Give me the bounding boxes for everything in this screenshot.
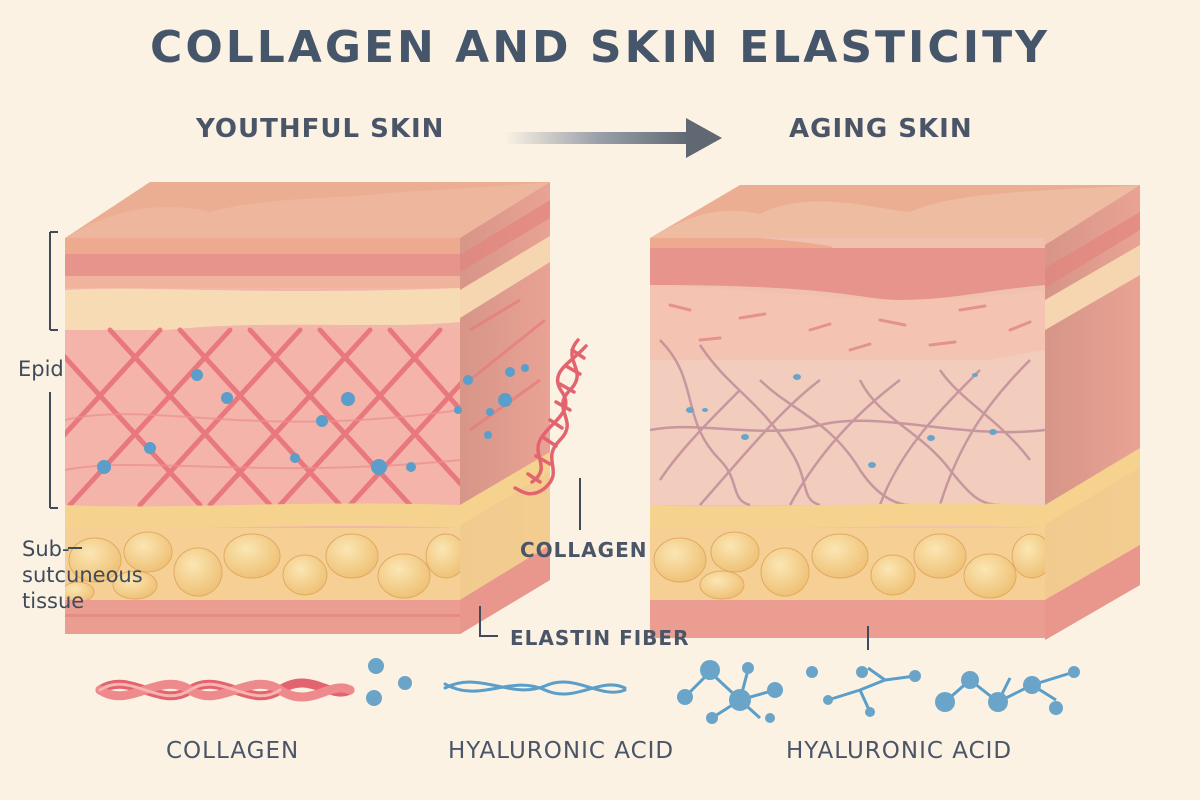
collagen-legend-label: COLLAGEN xyxy=(166,738,300,764)
hyaluronic-acid-legend-label: HYALURONIC ACID xyxy=(448,738,675,764)
collagen-helix-icon xyxy=(513,338,588,496)
water-molecules-icon xyxy=(366,658,412,706)
subcutaneous-label: Sub- sutcuneous tissue xyxy=(22,536,143,614)
elastin-fiber-label: ELASTIN FIBER xyxy=(510,626,690,650)
subcutaneous-label-line-3: tissue xyxy=(22,589,85,613)
progression-arrow xyxy=(505,118,722,158)
youthful-skin-heading: YOUTHFUL SKIN xyxy=(196,114,445,144)
hyaluronic-acid-molecule-icon xyxy=(677,660,1080,724)
hyaluronic-acid-legend-label-2: HYALURONIC ACID xyxy=(786,738,1013,764)
aging-skin-block xyxy=(650,185,1140,640)
hyaluronic-acid-strand-icon xyxy=(443,680,627,696)
youthful-skin-block xyxy=(65,182,550,634)
elastin-callout-line xyxy=(479,606,498,637)
page-title: COLLAGEN AND SKIN ELASTICITY xyxy=(150,22,1050,73)
epidermis-label: Epid xyxy=(18,357,64,381)
epidermis-bracket xyxy=(49,231,82,549)
subcutaneous-label-line-2: sutcuneous xyxy=(22,563,143,587)
subcutaneous-label-line-1: Sub- xyxy=(22,537,70,561)
aging-skin-heading: AGING SKIN xyxy=(789,114,973,144)
collagen-fiber-icon xyxy=(95,678,355,702)
collagen-callout-label: COLLAGEN xyxy=(520,538,648,562)
